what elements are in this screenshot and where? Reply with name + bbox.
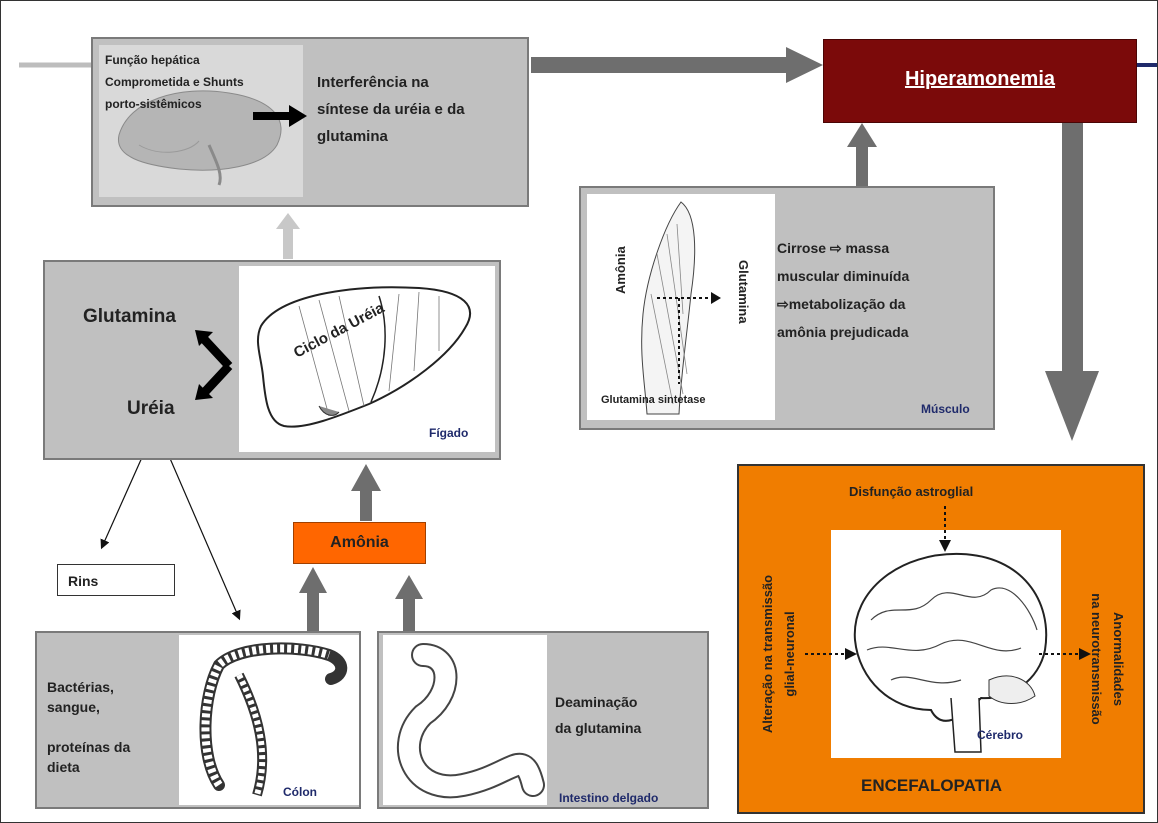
encephalopathy-box: Disfunção astroglial Cérebro Alteração n… — [737, 464, 1145, 814]
glutamine-synthetase-label: Glutamina sintetase — [601, 394, 706, 406]
encephalopathy-label: ENCEFALOPATIA — [861, 776, 1002, 796]
colon-organ-caption: Cólon — [283, 785, 317, 799]
muscle-organ-caption: Músculo — [921, 402, 970, 416]
intestine-drawing-illustration — [383, 635, 547, 805]
arrow-colon-to-ammonia — [299, 567, 327, 631]
hyperammonemia-label: Hiperamonemia — [824, 68, 1136, 91]
arrow-ammonia-to-liver — [351, 464, 381, 521]
intestine-drawing-panel — [383, 635, 547, 805]
muscle-description: Cirrose ⇨ massa muscular diminuída ⇨meta… — [777, 234, 909, 346]
muscle-drawing-panel: Amônia Glutamina Glutamina sintetase — [587, 194, 775, 420]
neurotransmission-label: Anormalidades na neurotransmissão — [1085, 528, 1129, 790]
colon-drawing-panel: Cólon — [179, 635, 359, 805]
kidneys-box: Rins — [57, 564, 175, 596]
glutamine-label: Glutamina — [83, 306, 176, 328]
liver-cycle-box: Ciclo da Uréia Fígado Glutamina Uréia — [43, 260, 501, 460]
intestine-organ-caption: Intestino delgado — [559, 791, 658, 805]
liver-drawing-illustration — [239, 266, 495, 452]
liver-drawing-panel: Ciclo da Uréia Fígado — [239, 266, 495, 452]
liver-organ-caption: Fígado — [429, 426, 468, 440]
muscle-box: Amônia Glutamina Glutamina sintetase Cir… — [579, 186, 995, 430]
muscle-glutamine-label: Glutamina — [736, 260, 751, 324]
arrow-intestine-to-ammonia — [395, 575, 423, 631]
colon-box: Cólon Bactérias, sangue, proteínas da di… — [35, 631, 361, 809]
liver-impairment-effect: Interferência na síntese da uréia e da g… — [317, 69, 465, 150]
liver-impairment-box: Função hepática Comprometida e Shunts po… — [91, 37, 529, 207]
impairment-arrow-icon — [253, 103, 309, 129]
liver-impairment-label: Função hepática Comprometida e Shunts po… — [105, 49, 244, 115]
colon-description: Bactérias, sangue, proteínas da dieta — [47, 677, 130, 777]
kidneys-label: Rins — [68, 573, 98, 589]
intestine-description: Deaminação da glutamina — [555, 689, 641, 741]
arrow-cycle-to-liver-impairment — [276, 213, 300, 259]
arrow-muscle-to-hyperammonemia — [847, 123, 877, 186]
colon-drawing-illustration — [179, 635, 359, 805]
small-intestine-box: Deaminação da glutamina Intestino delgad… — [377, 631, 709, 809]
ammonia-box: Amônia — [293, 522, 426, 564]
glial-neuronal-label: Alteração na transmissão glial-neuronal — [757, 524, 801, 784]
arrow-liver-to-hyperammonemia — [531, 47, 823, 83]
muscle-ammonia-label: Amônia — [613, 246, 628, 294]
ammonia-label: Amônia — [294, 534, 425, 552]
hyperammonemia-box: Hiperamonemia — [823, 39, 1137, 123]
arrow-hyperammonemia-to-brain — [1045, 123, 1099, 441]
branch-arrow-icon — [193, 328, 243, 402]
urea-label: Uréia — [127, 398, 175, 420]
